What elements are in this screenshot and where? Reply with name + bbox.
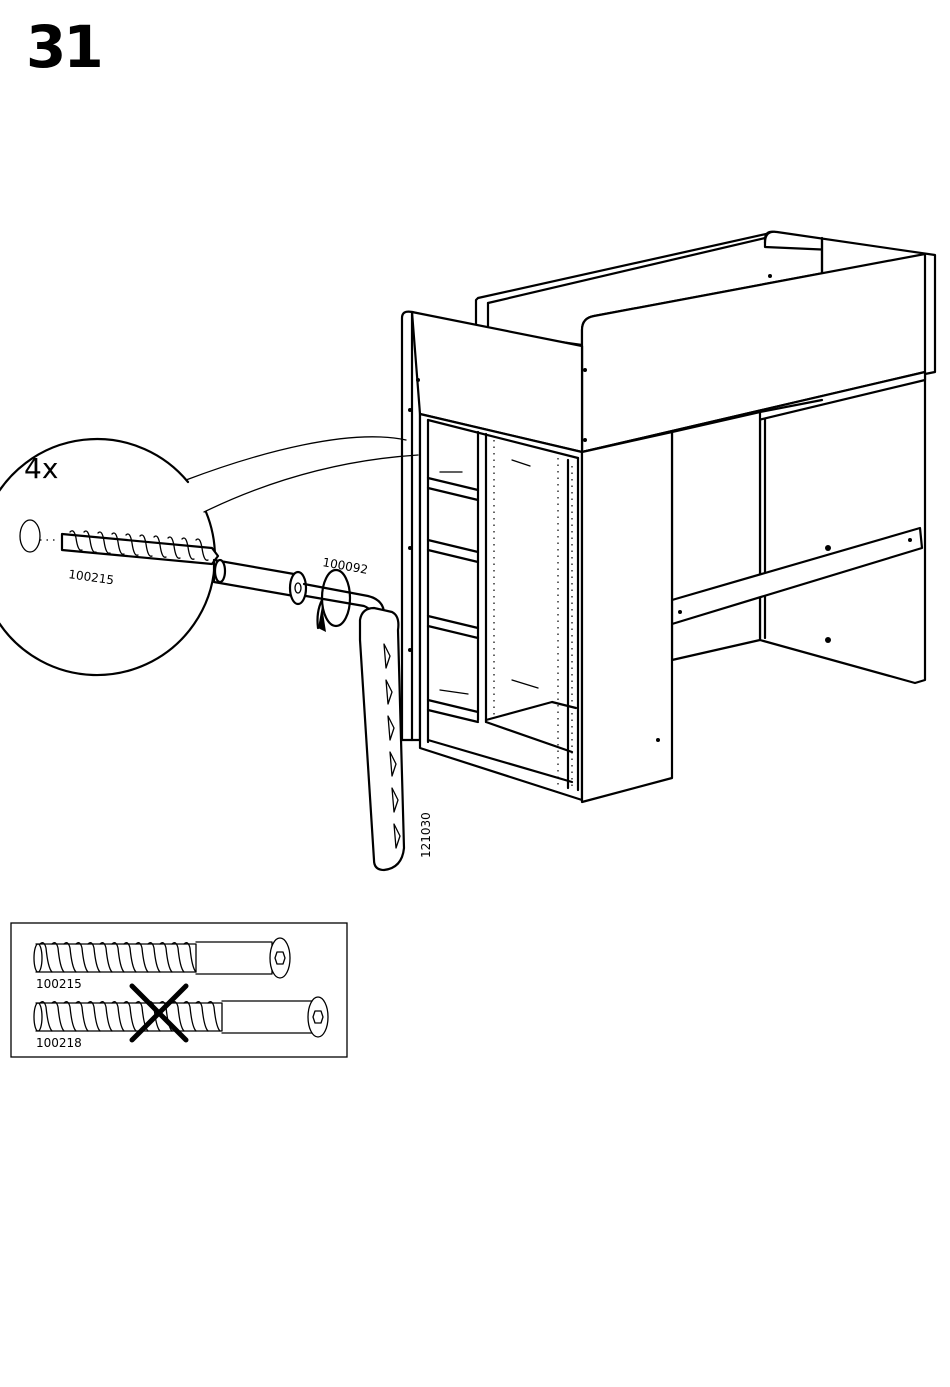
quantity-label: 4x (24, 452, 58, 485)
legend-wrong-label: 100218 (36, 1036, 82, 1050)
hex-key-tool (304, 570, 404, 870)
screw-legend: 100215 100218 (11, 923, 347, 1057)
loft-bed-frame (402, 232, 935, 802)
legend-correct-label: 100215 (36, 977, 82, 991)
callout-part-number: 100215 (68, 567, 115, 587)
hex-key-part-number: 121030 (419, 812, 433, 858)
detail-callout (0, 437, 418, 675)
